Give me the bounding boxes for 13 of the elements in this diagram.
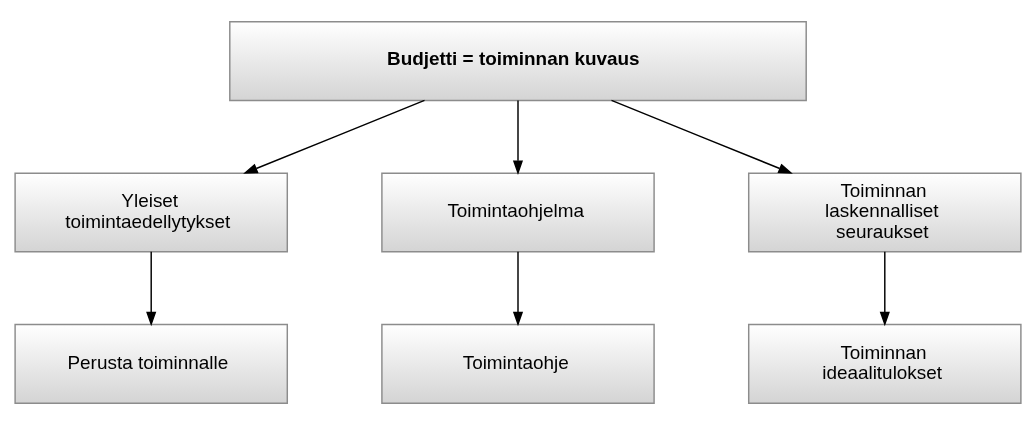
arrow bbox=[146, 251, 157, 327]
node-box: Toimintaohje bbox=[381, 323, 655, 404]
node-box: Toiminnan ideaalitulokset bbox=[748, 323, 1022, 404]
node-box: Budjetti = toiminnan kuvaus bbox=[229, 21, 807, 102]
arrow bbox=[243, 99, 426, 174]
arrow bbox=[879, 251, 890, 327]
node-box: Toiminnan laskennalliset seuraukset bbox=[748, 172, 1022, 253]
arrow bbox=[610, 99, 793, 174]
arrow bbox=[512, 99, 524, 175]
node-box: Perusta toiminnalle bbox=[14, 323, 289, 404]
arrow bbox=[512, 251, 524, 327]
node-box: Yleiset toimintaedellytykset bbox=[14, 172, 289, 253]
node-box: Toimintaohjelma bbox=[381, 172, 655, 253]
